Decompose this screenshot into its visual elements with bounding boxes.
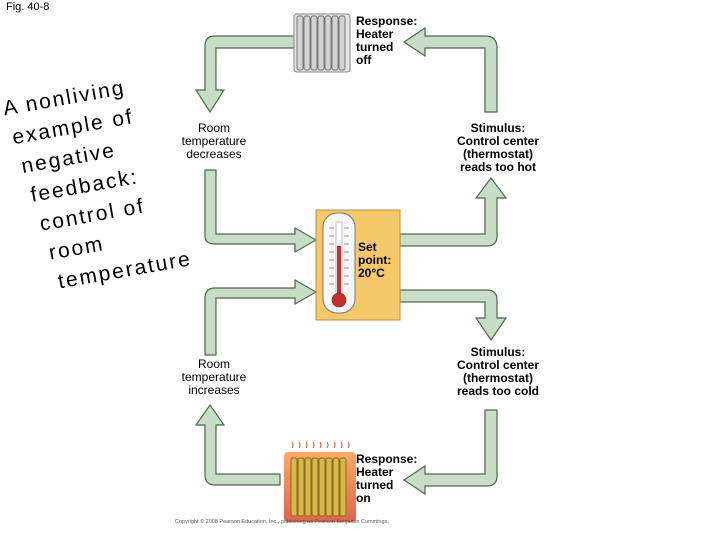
arrow-top-right [402, 26, 498, 113]
thermometer-icon [315, 209, 401, 321]
copyright-notice: Copyright © 2008 Pearson Education, Inc.… [175, 519, 389, 525]
response-off-label: Response: Heater turned off [356, 14, 418, 67]
set-point-label: Set point: 20°C [358, 240, 392, 280]
heater-on-icon [284, 441, 356, 522]
figure-label: Fig. 40-8 [6, 1, 50, 13]
arrow-bottom-left [194, 403, 281, 486]
heater-off-icon [293, 13, 351, 73]
room-increases-label: Room temperature increases [181, 357, 247, 397]
arrow-bottom-right [402, 409, 498, 496]
stimulus-cold-label: Stimulus: Control center (thermostat) re… [456, 345, 539, 398]
arrow-middle-left [204, 169, 318, 254]
arrow-middle-right [399, 177, 508, 247]
stimulus-hot-label: Stimulus: Control center (thermostat) re… [456, 121, 539, 174]
arrow-lower-right [399, 289, 508, 342]
arrow-top-left [194, 35, 296, 114]
response-on-label: Response: Heater turned on [356, 452, 418, 505]
arrow-lower-left [204, 278, 318, 356]
room-decreases-label: Room temperature decreases [181, 121, 247, 161]
